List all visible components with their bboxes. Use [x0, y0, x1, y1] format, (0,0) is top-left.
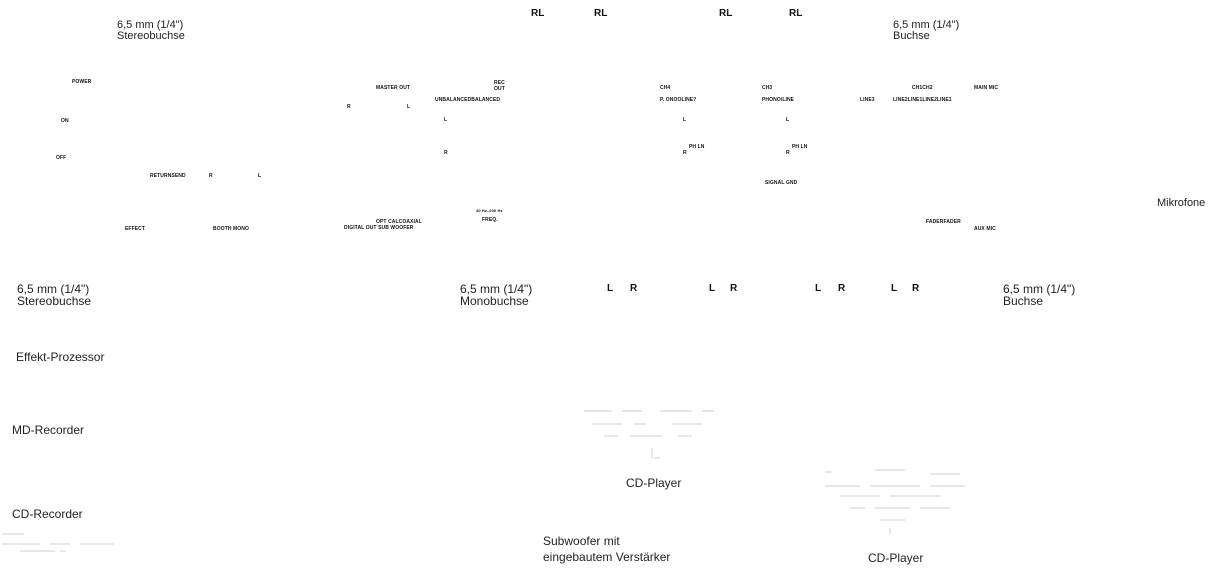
subwoofer-line: Subwoofer mit: [543, 534, 620, 548]
return-r-label: R: [209, 173, 213, 179]
bottom-mid-jack-caption: 6,5 mm (1/4") Monobuchse: [460, 283, 532, 307]
main-mic-label: MAIN MIC: [974, 85, 999, 91]
ch4-ph-ln-label: PH LN: [689, 144, 705, 150]
rec-out-label: REC OUT: [494, 80, 505, 92]
microphones-label: Mikrofone: [1157, 197, 1206, 209]
caption-line: Buchse: [1003, 294, 1044, 308]
digital-out-label: DIGITAL OUT SUB WOOFER: [344, 225, 414, 231]
ch1ch2-label: CH1CH2: [912, 85, 933, 91]
ch4-r-label: R: [683, 150, 687, 156]
effect-processor-label: Effekt-Prozessor: [16, 350, 105, 364]
subwoofer-label: Subwoofer mit eingebautem Verstärker: [543, 533, 670, 565]
rec-out-line: REC: [494, 80, 505, 86]
unbalanced-balanced-label: UNBALANCEDBALANCED: [435, 97, 501, 103]
ch3-sub-label: PHONO/LINE: [762, 97, 795, 103]
rl-label-2: RL: [594, 8, 608, 19]
caption-line: 6,5 mm (1/4"): [17, 282, 90, 296]
caption-line: 6,5 mm (1/4"): [460, 282, 533, 296]
lr-pair-3-l: L: [815, 283, 822, 294]
bottom-right-jack-caption: 6,5 mm (1/4") Buchse: [1003, 283, 1075, 307]
cd-player-2-panel-sketch: [825, 469, 965, 534]
cd-player-2-label: CD-Player: [868, 551, 924, 565]
ch3-r-label: R: [786, 150, 790, 156]
rec-out-line: OUT: [494, 86, 505, 92]
cd-player-1-label: CD-Player: [626, 476, 682, 490]
lr-pair-4-l: L: [891, 283, 898, 294]
cd-player-1-panel-sketch: [584, 410, 714, 459]
freq-label: FREQ.: [482, 217, 498, 223]
subwoofer-line: eingebautem Verstärker: [543, 550, 671, 564]
effect-label: EFFECT: [125, 226, 146, 232]
rl-label-1: RL: [531, 8, 545, 19]
caption-line: 6,5 mm (1/4"): [117, 19, 184, 31]
md-recorder-label: MD-Recorder: [12, 423, 85, 437]
master-out-label: MASTER OUT: [376, 85, 411, 91]
top-right-jack-caption: 6,5 mm (1/4") Buchse: [893, 20, 959, 42]
ch4-l-label: L: [683, 117, 687, 123]
cd-recorder-panel-sketch: [2, 533, 115, 552]
ch3-ph-ln-label: PH LN: [792, 144, 808, 150]
caption-line: Buchse: [893, 30, 930, 42]
ch3-label: CH3: [762, 85, 773, 91]
master-l-label: L: [407, 104, 411, 110]
fader-label: FADERFADER: [926, 219, 961, 225]
freq-values-label: 40 Hz–200 Hz: [476, 208, 503, 213]
signal-gnd-label: SIGNAL GND: [765, 180, 798, 186]
cd-recorder-label: CD-Recorder: [12, 507, 83, 521]
bottom-left-jack-caption: 6,5 mm (1/4") Stereobuchse: [17, 283, 91, 307]
opt-coaxial-label: OPT CALCOAXIAL: [376, 219, 422, 225]
off-label: OFF: [56, 155, 67, 161]
lr-pair-2-l: L: [709, 283, 716, 294]
on-label: ON: [61, 118, 69, 124]
caption-line: 6,5 mm (1/4"): [893, 19, 960, 31]
caption-line: Stereobuchse: [117, 30, 185, 42]
return-l-label: L: [258, 173, 262, 179]
lr-pair-3-r: R: [838, 283, 846, 294]
ch3-l-label: L: [786, 117, 790, 123]
power-label: POWER: [72, 79, 92, 85]
rl-label-3: RL: [719, 8, 733, 19]
caption-line: 6,5 mm (1/4"): [1003, 282, 1076, 296]
line3-label: LINE3: [860, 97, 875, 103]
ch4-sub-label: P. ONOOLINE?: [660, 97, 697, 103]
lr-pair-1-r: R: [630, 283, 638, 294]
master-r-label: R: [347, 104, 351, 110]
balanced-l-label: L: [444, 117, 448, 123]
top-left-jack-caption: 6,5 mm (1/4") Stereobuchse: [117, 20, 185, 42]
line-row-label: LINE2LINE1LINE2LINE1: [893, 97, 952, 103]
balanced-r-label: R: [444, 150, 448, 156]
return-send-label: RETURNSEND: [150, 173, 186, 179]
rl-label-4: RL: [789, 8, 803, 19]
aux-mic-label: AUX MIC: [974, 226, 996, 232]
lr-pair-4-r: R: [912, 283, 920, 294]
lr-pair-1-l: L: [607, 283, 614, 294]
ch4-label: CH4: [660, 85, 671, 91]
caption-line: Monobuchse: [460, 294, 529, 308]
booth-mono-label: BOOTH MONO: [213, 226, 249, 232]
lr-pair-2-r: R: [730, 283, 738, 294]
caption-line: Stereobuchse: [17, 294, 92, 308]
